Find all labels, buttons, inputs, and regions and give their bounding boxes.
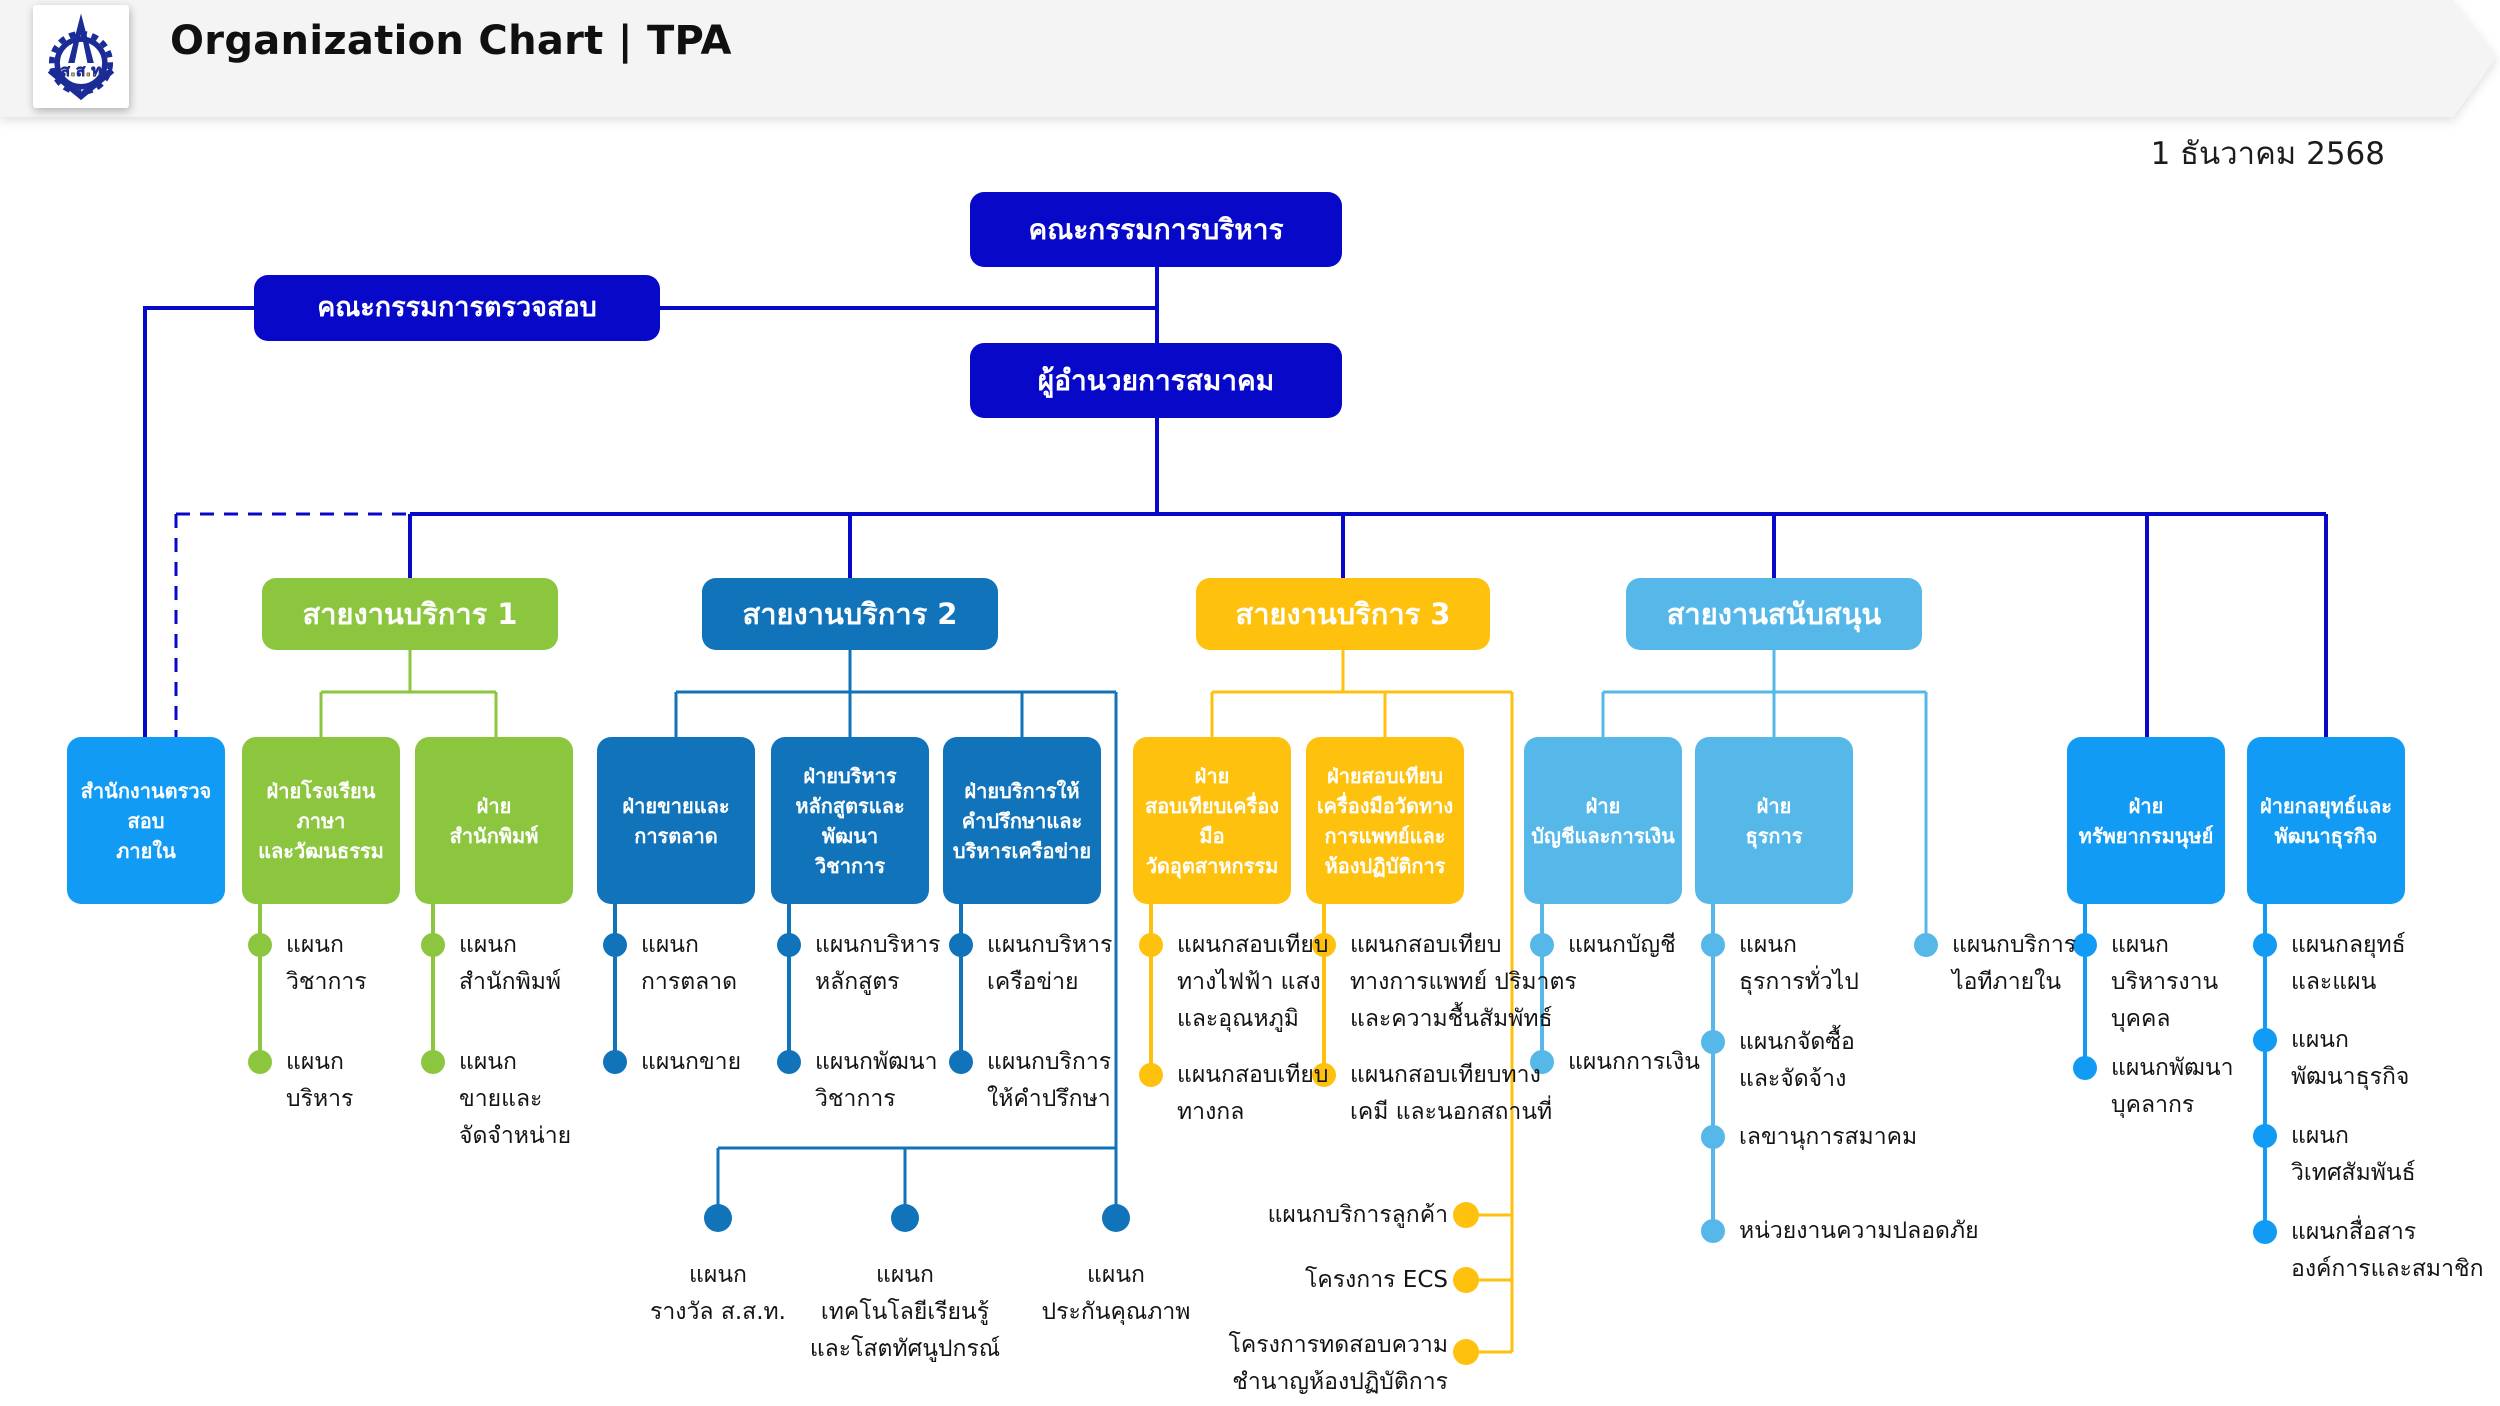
- direct-dept-connectors: [2073, 904, 2277, 1244]
- unit-label: แผนกจัดซื้อ และจัดจ้าง: [1739, 1029, 1855, 1092]
- shared-unit-label: แผนกบริการลูกค้า: [1267, 1202, 1448, 1228]
- branch-header-service2: สายงานบริการ 2: [702, 578, 998, 650]
- unit-label: แผนกบัญชี: [1568, 932, 1676, 958]
- shared-unit-label: แผนก ประกันคุณภาพ: [1041, 1262, 1191, 1325]
- page-title: Organization Chart | TPA: [170, 18, 732, 64]
- unit-label: แผนกการเงิน: [1568, 1049, 1700, 1075]
- shared-unit-label: โครงการ ECS: [1304, 1267, 1448, 1293]
- dept-box-sales-marketing: ฝ่ายขายและ การตลาด: [597, 737, 755, 904]
- unit-label: แผนก บริหารงาน บุคคล: [2111, 932, 2219, 1032]
- header-band: [0, 0, 2500, 130]
- trunk-connectors: [143, 267, 2328, 739]
- unit-label: เลขานุการสมาคม: [1739, 1124, 1918, 1150]
- tpa-logo-emblem: ส.ส.ท: [47, 12, 115, 100]
- unit-label: แผนกบริการ ให้คำปรึกษา: [987, 1049, 1112, 1112]
- date-label: 1 ธันวาคม 2568: [2150, 136, 2385, 172]
- unit-label: แผนกบริหาร เครือข่าย: [987, 932, 1113, 995]
- unit-label: แผนกบริหาร หลักสูตร: [815, 932, 941, 995]
- branch-header-service3: สายงานบริการ 3: [1196, 578, 1490, 650]
- service2-connectors: [603, 650, 1130, 1232]
- unit-label: แผนกสอบเทียบ ทางไฟฟ้า แสง และอุณหภูมิ: [1177, 932, 1329, 1032]
- tpa-logo: ส.ส.ท: [33, 5, 129, 108]
- logo-text: ส.ส.ท: [60, 61, 101, 79]
- dept-box-publishing: ฝ่าย สำนักพิมพ์: [415, 737, 573, 904]
- dept-box-medical-calibration: ฝ่ายสอบเทียบ เครื่องมือวัดทาง การแพทย์แล…: [1306, 737, 1464, 904]
- unit-label: แผนกสอบเทียบ ทางกล: [1177, 1062, 1329, 1125]
- box-executive-board: คณะกรรมการบริหาร: [970, 192, 1342, 267]
- wing-icon: [47, 67, 115, 100]
- box-internal-audit-office: สำนักงานตรวจสอบ ภายใน: [67, 737, 225, 904]
- dept-box-language-school: ฝ่ายโรงเรียนภาษา และวัฒนธรรม: [242, 737, 400, 904]
- unit-label: แผนก สำนักพิมพ์: [459, 932, 562, 995]
- shared-unit-label: แผนก รางวัล ส.ส.ท.: [650, 1262, 786, 1325]
- unit-label-it-service: แผนกบริการ ไอทีภายใน: [1952, 932, 2077, 995]
- unit-label: แผนกสอบเทียบ ทางการแพทย์ ปริมาตร และความ…: [1350, 932, 1577, 1032]
- service1-connectors: [248, 650, 498, 1074]
- shared-unit-label: โครงการทดสอบความ ชำนาญห้องปฏิบัติการ: [1228, 1332, 1448, 1395]
- unit-label: แผนก ธุรการทั่วไป: [1739, 932, 1859, 995]
- branch-header-service1: สายงานบริการ 1: [262, 578, 558, 650]
- dept-box-human-resources: ฝ่าย ทรัพยากรมนุษย์: [2067, 737, 2225, 904]
- dept-box-consulting: ฝ่ายบริการให้ คำปรึกษาและ บริหารเครือข่า…: [943, 737, 1101, 904]
- box-director: ผู้อำนวยการสมาคม: [970, 343, 1342, 418]
- dept-box-administration: ฝ่าย ธุรการ: [1695, 737, 1853, 904]
- branch-header-support: สายงานสนับสนุน: [1626, 578, 1922, 650]
- unit-label: แผนก การตลาด: [641, 932, 738, 995]
- unit-label: แผนกพัฒนา บุคลากร: [2111, 1055, 2234, 1118]
- unit-label: แผนก ขายและ จัดจำหน่าย: [459, 1049, 572, 1149]
- shared-unit-label: แผนก เทคโนโลยีเรียนรู้ และโสตทัศนูปกรณ์: [809, 1262, 1001, 1362]
- dept-box-industrial-calibration: ฝ่าย สอบเทียบเครื่องมือ วัดอุตสาหกรรม: [1133, 737, 1291, 904]
- unit-label: แผนกสื่อสาร องค์การและสมาชิก: [2291, 1219, 2484, 1282]
- unit-label: แผนกขาย: [641, 1049, 742, 1075]
- unit-label: แผนกลยุทธ์ และแผน: [2291, 932, 2406, 995]
- dept-box-accounting-finance: ฝ่าย บัญชีและการเงิน: [1524, 737, 1682, 904]
- unit-label: แผนก พัฒนาธุรกิจ: [2291, 1027, 2410, 1090]
- service3-connectors: [1139, 650, 1514, 1365]
- dept-box-curriculum: ฝ่ายบริหาร หลักสูตรและ พัฒนา วิชาการ: [771, 737, 929, 904]
- box-audit-committee: คณะกรรมการตรวจสอบ: [254, 275, 660, 341]
- dept-box-strategy-bizdev: ฝ่ายกลยุทธ์และ พัฒนาธุรกิจ: [2247, 737, 2405, 904]
- unit-label: แผนก บริหาร: [286, 1049, 354, 1112]
- unit-label: แผนกพัฒนา วิชาการ: [815, 1049, 938, 1112]
- support-connectors: [1530, 650, 1938, 1243]
- unit-label: แผนกสอบเทียบทาง เคมี และนอกสถานที่: [1350, 1062, 1553, 1125]
- tower-a-icon: [68, 12, 94, 63]
- unit-label: แผนก วิชาการ: [286, 932, 367, 995]
- unit-label: แผนก วิเทศสัมพันธ์: [2291, 1123, 2416, 1186]
- header-band-shape: [0, 0, 2497, 117]
- unit-label: หน่วยงานความปลอดภัย: [1739, 1218, 1979, 1244]
